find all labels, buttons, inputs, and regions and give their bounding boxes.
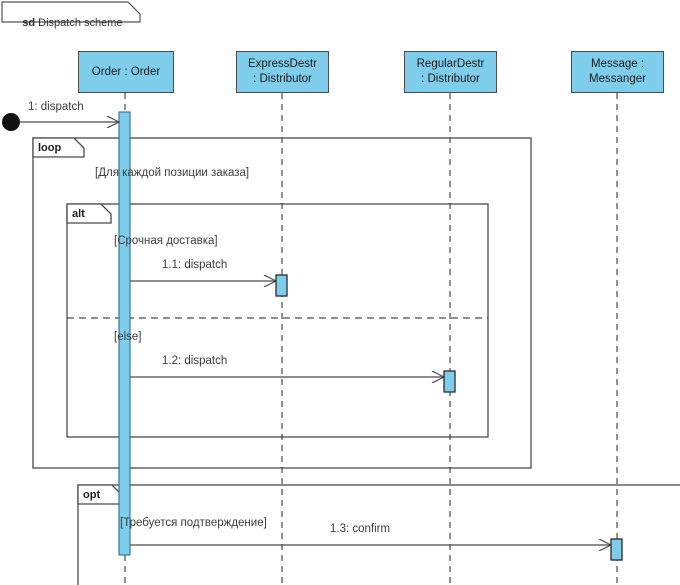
- lifeline-head-order[interactable]: Order : Order: [78, 51, 174, 93]
- guard-loop-each-order-item: [Для каждой позиции заказа]: [95, 167, 250, 179]
- fragment-operator-opt: opt: [83, 489, 101, 501]
- lifeline-head-regular[interactable]: RegularDestr : Distributor: [404, 51, 497, 93]
- lifeline-head-message-label: Message : Messanger: [589, 58, 646, 85]
- activation-bar-order: [118, 111, 131, 556]
- activation-bar-express: [275, 274, 288, 297]
- lifeline-head-express[interactable]: ExpressDestr : Distributor: [236, 51, 329, 93]
- message-label-1-3: 1.3: confirm: [330, 523, 391, 535]
- activation-bar-regular: [443, 370, 456, 393]
- lifeline-head-regular-label: RegularDestr : Distributor: [416, 58, 485, 85]
- found-message-origin-icon: [2, 113, 20, 131]
- frame-kind-keyword: sd: [22, 17, 36, 29]
- message-label-1: 1: dispatch: [28, 101, 84, 113]
- fragment-operator-loop: loop: [38, 142, 62, 154]
- fragment-operator-alt: alt: [72, 208, 85, 220]
- fragment-loop-shape[interactable]: [32, 137, 532, 469]
- guard-opt-confirmation-required: [Требуется подтверждение]: [120, 517, 267, 529]
- activation-bar-message: [610, 538, 623, 561]
- frame-header-shape: [1, 1, 141, 23]
- fragment-alt-shape[interactable]: [66, 203, 489, 438]
- lifeline-head-message[interactable]: Message : Messanger: [571, 51, 664, 93]
- guard-alt-else: [else]: [114, 331, 142, 343]
- lifeline-head-express-label: ExpressDestr : Distributor: [247, 58, 318, 85]
- guard-alt-express-delivery: [Срочная доставка]: [114, 235, 218, 247]
- frame-title-text: Dispatch scheme: [38, 17, 123, 29]
- message-label-1-2: 1.2: dispatch: [162, 355, 228, 367]
- lifeline-head-order-label: Order : Order: [91, 65, 161, 78]
- message-label-1-1: 1.1: dispatch: [162, 259, 228, 271]
- frame-title: sd Dispatch scheme: [10, 7, 123, 40]
